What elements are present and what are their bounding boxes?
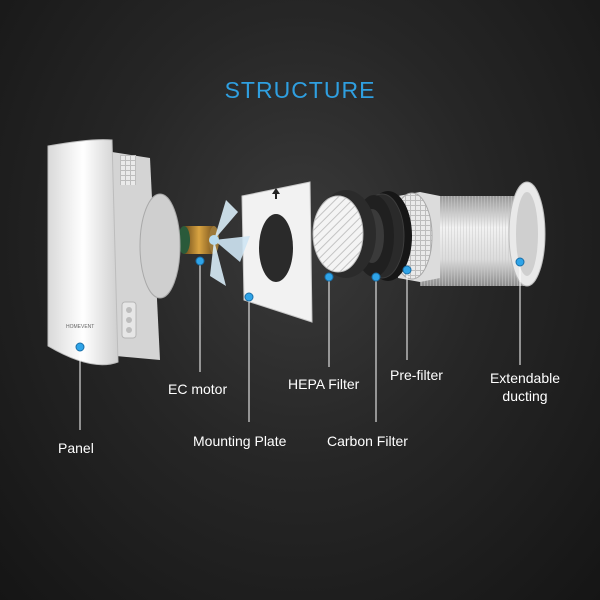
callout-extendable-ducting <box>515 257 525 365</box>
label-carbon-filter: Carbon Filter <box>327 433 408 449</box>
diagram-title: STRUCTURE <box>224 77 376 103</box>
label-pre-filter: Pre-filter <box>390 367 443 383</box>
callout-panel <box>75 342 85 430</box>
callout-hepa-filter <box>324 272 334 367</box>
label-panel: Panel <box>58 440 94 456</box>
mounting-plate <box>241 181 313 323</box>
hepa-filter <box>312 190 376 278</box>
label-mounting-plate: Mounting Plate <box>193 433 287 449</box>
label-extendable-ducting: Extendable ducting <box>480 369 570 405</box>
ec-motor <box>178 200 250 286</box>
control-buttons <box>121 301 137 339</box>
callout-pre-filter <box>402 265 412 360</box>
callout-ec-motor <box>195 256 205 372</box>
label-hepa-filter: HEPA Filter <box>288 376 360 392</box>
label-ec-motor: EC motor <box>168 381 228 397</box>
callout-carbon-filter <box>371 272 381 422</box>
brand-logo: HOMEVENT <box>66 324 94 330</box>
label-extendable-ducting-line1: Extendable <box>489 370 561 386</box>
callout-mounting-plate <box>244 292 254 422</box>
label-extendable-ducting-line2: ducting <box>502 388 548 404</box>
panel <box>47 139 181 366</box>
